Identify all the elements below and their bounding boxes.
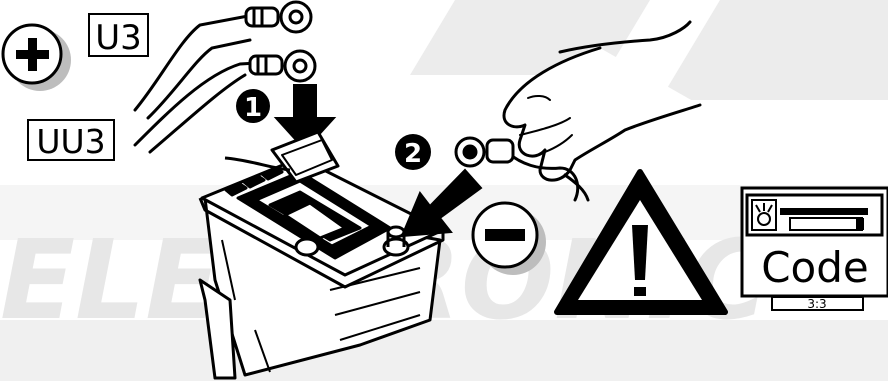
step-2-number: 2	[404, 139, 422, 169]
step-1-number: 1	[244, 93, 262, 123]
step-2-badge: 2	[395, 134, 431, 170]
plus-badge	[3, 25, 71, 91]
ring-terminal-bottom	[250, 51, 315, 81]
radio-code-panel: Code 3:3	[742, 188, 888, 311]
uu3-label: UU3	[36, 122, 105, 161]
u3-label-box: U3	[89, 14, 148, 58]
step-1-badge: 1	[236, 89, 270, 123]
uu3-label-box: UU3	[28, 120, 114, 161]
positive-cables	[135, 16, 258, 152]
code-label: Code	[761, 243, 869, 292]
minus-icon	[485, 229, 525, 241]
code-counter: 3:3	[807, 297, 826, 311]
u3-label: U3	[95, 18, 142, 58]
ring-terminal-top	[246, 2, 311, 32]
